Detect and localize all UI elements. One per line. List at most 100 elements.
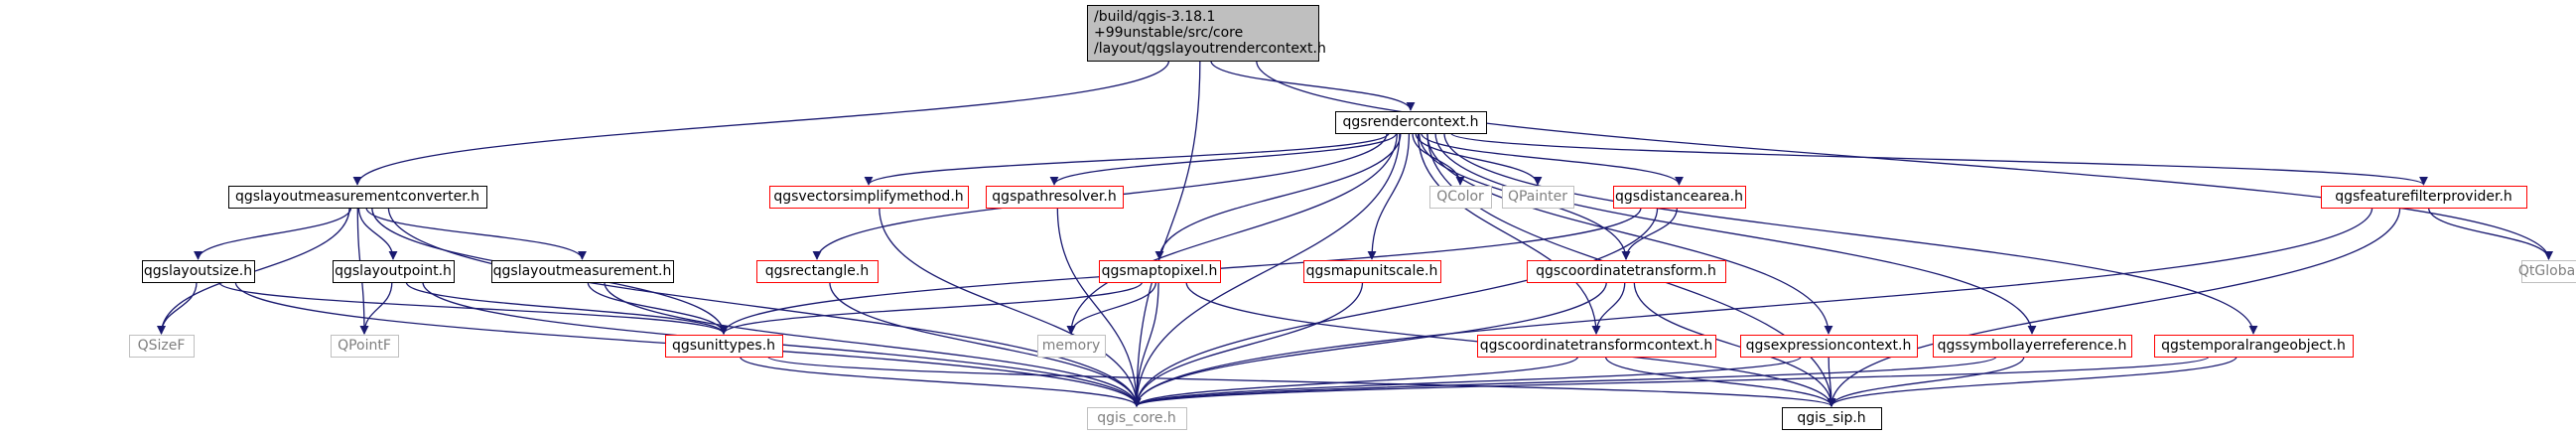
edge-qgsrendercontext-to-qgssymbollayerreference <box>1434 132 2037 335</box>
node-qgsdistancearea[interactable]: qgsdistancearea.h <box>1613 186 1746 209</box>
node-qgsrectangle[interactable]: qgsrectangle.h <box>756 260 879 283</box>
node-label: qgsmaptopixel.h <box>1102 263 1218 279</box>
edge-qgssymbollayerreference-to-qgis_core <box>1132 356 1997 407</box>
node-box <box>142 260 255 283</box>
edge-qgsunittypes-to-qgis_sip <box>766 356 1836 407</box>
edge-qgsmaptopixel-to-qgsunittypes <box>719 281 1144 335</box>
node-box <box>756 260 879 283</box>
node-box <box>1477 335 1716 358</box>
node-qgslayoutmeasurement[interactable]: qgslayoutmeasurement.h <box>491 260 674 283</box>
node-label: qgsrendercontext.h <box>1342 114 1478 130</box>
node-qgscoordinatetransformcontext[interactable]: qgscoordinatetransformcontext.h <box>1477 335 1716 358</box>
node-label: qgssymbollayerreference.h <box>1938 338 2127 354</box>
edge-qgslayoutmeasurementconverter-to-qgis_core <box>387 207 1142 407</box>
edge-qgscoordinatetransformcontext-to-qgis_sip <box>1604 356 1836 407</box>
node-qgsrendercontext[interactable]: qgsrendercontext.h <box>1335 111 1487 134</box>
edge-qgsvectorsimplifymethod-to-qgis_core <box>879 207 1142 407</box>
node-label: QColor <box>1436 189 1484 205</box>
node-qgspathresolver[interactable]: qgspathresolver.h <box>986 186 1124 209</box>
node-qgsexpressioncontext[interactable]: qgsexpressioncontext.h <box>1740 335 1918 358</box>
node-box <box>228 186 487 209</box>
node-box <box>986 186 1124 209</box>
node-QColor: QColor <box>1429 186 1492 209</box>
node-box <box>1740 335 1918 358</box>
edge-qgsexpressioncontext-to-qgis_core <box>1132 356 1802 407</box>
edge-qgscoordinatetransform-to-qgis_sip <box>1633 281 1836 407</box>
edge-qgsrendercontext-to-QColor <box>1412 132 1465 186</box>
node-box <box>1303 260 1441 283</box>
node-box <box>1429 186 1492 209</box>
node-qgsfeaturefilterprovider[interactable]: qgsfeaturefilterprovider.h <box>2321 186 2527 209</box>
edge-qgsrendercontext-to-memory <box>1066 132 1398 335</box>
node-label: qgis_core.h <box>1097 410 1176 426</box>
edge-root-to-qgis_core <box>1132 60 1201 407</box>
node-label: qgslayoutsize.h <box>144 263 252 279</box>
node-QPointF: QPointF <box>331 335 399 358</box>
edge-qgslayoutpoint-to-qgsunittypes <box>405 281 729 335</box>
node-label: +99unstable/src/core <box>1094 25 1243 41</box>
node-qgslayoutmeasurementconverter[interactable]: qgslayoutmeasurementconverter.h <box>228 186 487 209</box>
node-qgis_sip[interactable]: qgis_sip.h <box>1782 407 1882 430</box>
edge-qgslayoutmeasurementconverter-to-qgslayoutmeasurement <box>365 207 587 260</box>
node-label: qgscoordinatetransformcontext.h <box>1480 338 1712 354</box>
edge-qgsrendercontext-to-qgstemporalrangeobject <box>1443 132 2258 335</box>
node-QPainter: QPainter <box>1502 186 1574 209</box>
node-box <box>1335 111 1487 134</box>
node-label: qgsdistancearea.h <box>1615 189 1743 205</box>
edge-qgsunittypes-to-qgis_core <box>739 356 1142 407</box>
node-root[interactable]: /build/qgis-3.18.1+99unstable/src/core/l… <box>1087 5 1326 62</box>
node-box <box>1782 407 1882 430</box>
edge-qgslayoutsize-to-qgsunittypes <box>218 281 729 335</box>
edge-qgslayoutmeasurementconverter-to-qgslayoutpoint <box>357 207 398 260</box>
node-label: qgsunittypes.h <box>672 338 775 354</box>
node-qgscoordinatetransform[interactable]: qgscoordinatetransform.h <box>1527 260 1726 283</box>
edge-qgstemporalrangeobject-to-qgis_sip <box>1827 356 2237 407</box>
node-label: QPainter <box>1508 189 1567 205</box>
node-qgslayoutsize[interactable]: qgslayoutsize.h <box>142 260 255 283</box>
edge-qgsrendercontext-to-qgscoordinatetransformcontext <box>1417 132 1601 335</box>
node-box <box>1613 186 1746 209</box>
node-box <box>491 260 674 283</box>
edge-qgsrendercontext-to-qgsfeaturefilterprovider <box>1450 132 2428 186</box>
edge-qgspathresolver-to-qgis_core <box>1056 207 1142 407</box>
node-box <box>1037 335 1106 358</box>
node-box <box>1087 5 1319 62</box>
edge-root-to-QtGlobal <box>1256 60 2553 260</box>
edge-qgsrendercontext-to-qgsmapunitscale <box>1367 132 1411 260</box>
edge-qgslayoutmeasurement-to-qgsunittypes <box>587 281 729 335</box>
edge-root-to-qgsrendercontext <box>1210 60 1416 111</box>
node-label: qgsfeaturefilterprovider.h <box>2335 189 2512 205</box>
node-label: qgstemporalrangeobject.h <box>2161 338 2346 354</box>
node-qgsmaptopixel[interactable]: qgsmaptopixel.h <box>1099 260 1221 283</box>
node-label: memory <box>1042 338 1101 354</box>
node-box <box>769 186 969 209</box>
node-memory: memory <box>1037 335 1106 358</box>
node-label: /layout/qgslayoutrendercontext.h <box>1094 41 1326 57</box>
node-box <box>129 335 195 358</box>
edge-qgsmaptopixel-to-memory <box>1066 281 1157 335</box>
node-qgstemporalrangeobject[interactable]: qgstemporalrangeobject.h <box>2154 335 2354 358</box>
node-qgsvectorsimplifymethod[interactable]: qgsvectorsimplifymethod.h <box>769 186 969 209</box>
node-QtGlobal: QtGlobal <box>2518 260 2576 283</box>
edge-qgsrendercontext-to-qgsmaptopixel <box>1154 132 1402 260</box>
node-qgsunittypes[interactable]: qgsunittypes.h <box>665 335 783 358</box>
edge-qgsfeaturefilterprovider-to-QtGlobal <box>2427 207 2553 260</box>
node-label: qgscoordinatetransform.h <box>1536 263 1716 279</box>
edge-qgsfeaturefilterprovider-to-qgis_core <box>1132 207 2373 407</box>
edge-qgslayoutmeasurementconverter-to-qgslayoutsize <box>194 207 352 260</box>
node-QSizeF: QSizeF <box>129 335 195 358</box>
edge-qgslayoutmeasurementconverter-to-QSizeF <box>157 207 350 335</box>
edge-qgsmaptopixel-to-qgis_core <box>1132 281 1159 407</box>
node-label: qgsmapunitscale.h <box>1306 263 1438 279</box>
node-label: qgsexpressioncontext.h <box>1746 338 1912 354</box>
edge-qgscoordinatetransformcontext-to-qgis_core <box>1132 356 1579 407</box>
node-box <box>2154 335 2354 358</box>
node-qgslayoutpoint[interactable]: qgslayoutpoint.h <box>333 260 455 283</box>
node-qgsmapunitscale[interactable]: qgsmapunitscale.h <box>1303 260 1441 283</box>
node-qgssymbollayerreference[interactable]: qgssymbollayerreference.h <box>1933 335 2132 358</box>
node-label: qgslayoutmeasurement.h <box>493 263 672 279</box>
node-box <box>1502 186 1574 209</box>
node-box <box>1527 260 1726 283</box>
node-box <box>1933 335 2132 358</box>
edge-qgslayoutsize-to-QSizeF <box>157 281 198 335</box>
